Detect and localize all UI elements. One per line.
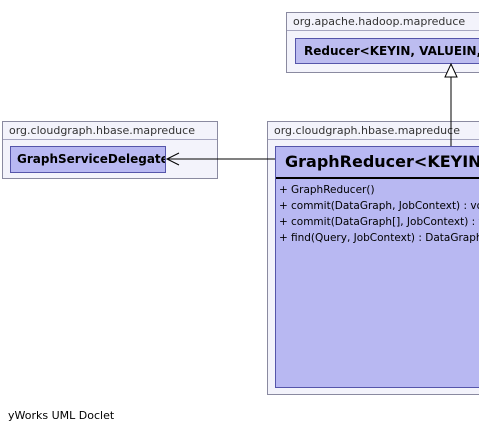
- class-name: GraphServiceDelegate: [17, 152, 166, 166]
- operation: +find(Query, JobContext) : DataGraph[]: [279, 230, 479, 246]
- visibility-marker: +: [279, 184, 288, 196]
- class-graph-service-delegate[interactable]: GraphServiceDelegate: [10, 146, 166, 173]
- footer-credit: yWorks UML Doclet: [8, 409, 115, 422]
- package-label: org.apache.hadoop.mapreduce: [287, 13, 479, 31]
- class-graph-reducer[interactable]: GraphReducer<KEYIN, VALUEIN, KEYOUT, VAL…: [275, 146, 479, 388]
- operations-compartment: +GraphReducer() +commit(DataGraph, JobCo…: [276, 179, 479, 246]
- class-name: GraphReducer<KEYIN, VALUEIN, KEYOUT, VAL…: [276, 147, 479, 179]
- operation: +commit(DataGraph, JobContext) : void: [279, 198, 479, 214]
- class-reducer[interactable]: Reducer<KEYIN, VALUEIN, KEYOUT, VALUEOUT…: [295, 38, 479, 64]
- class-name: Reducer<KEYIN, VALUEIN, KEYOUT, VALUEOUT…: [304, 44, 479, 58]
- operation-signature: commit(DataGraph[], JobContext) : void: [291, 216, 479, 228]
- visibility-marker: +: [279, 200, 288, 212]
- operation-signature: GraphReducer(): [291, 184, 375, 196]
- operation-signature: find(Query, JobContext) : DataGraph[]: [291, 232, 479, 244]
- package-label: org.cloudgraph.hbase.mapreduce: [3, 122, 217, 140]
- operation: +commit(DataGraph[], JobContext) : void: [279, 214, 479, 230]
- package-label: org.cloudgraph.hbase.mapreduce: [268, 122, 479, 140]
- operation-signature: commit(DataGraph, JobContext) : void: [291, 200, 479, 212]
- visibility-marker: +: [279, 232, 288, 244]
- visibility-marker: +: [279, 216, 288, 228]
- operation: +GraphReducer(): [279, 182, 479, 198]
